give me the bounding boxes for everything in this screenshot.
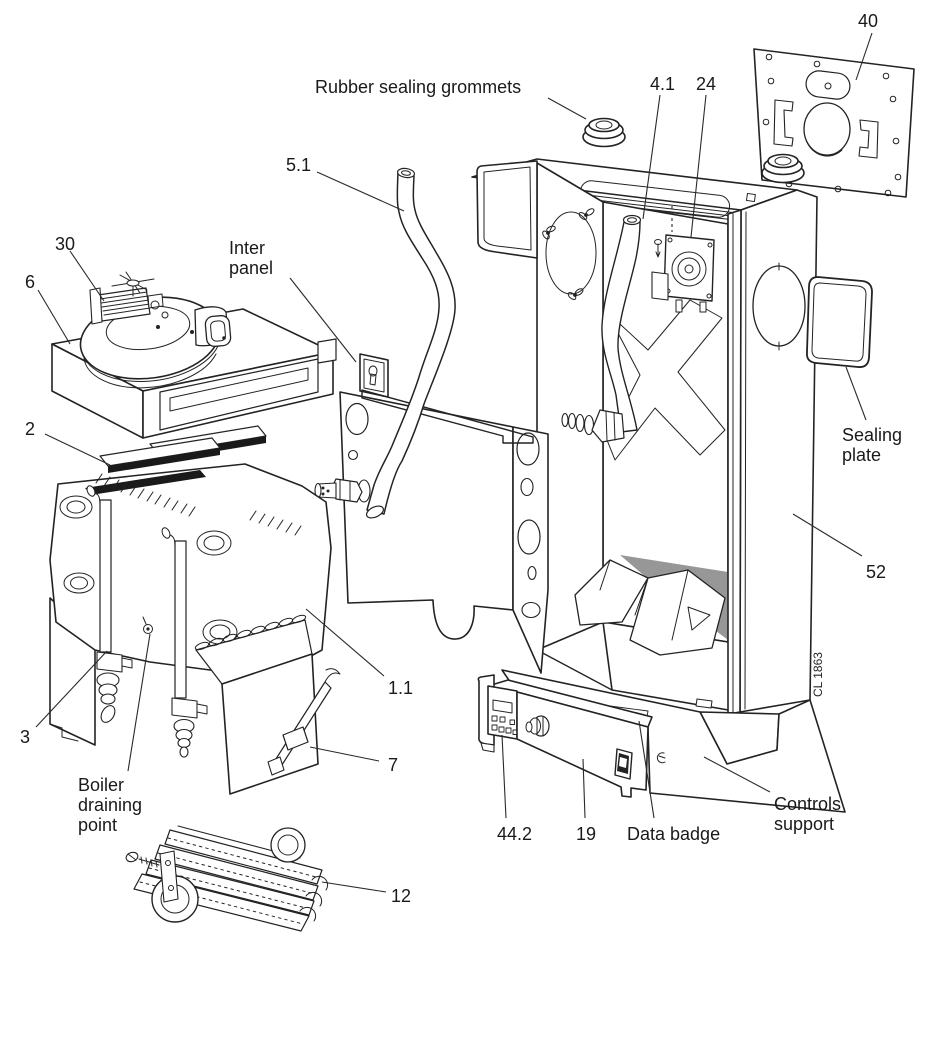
burner-screw: [125, 850, 179, 903]
label-data-badge: Data badge: [627, 824, 720, 844]
sealing-plate-drawing: [806, 276, 873, 368]
heat-exchanger-drawing: [49, 463, 332, 758]
main-cabinet-drawing: [471, 158, 818, 715]
label-boiler-draining-1: Boiler: [78, 775, 124, 795]
inter-panel-drawing: [314, 353, 549, 674]
label-boiler-draining-3: point: [78, 815, 117, 835]
plate-left-cutout: [773, 99, 794, 147]
tube-coupling: [561, 409, 625, 443]
chamber-panel-7: [221, 653, 319, 795]
internal-tube-4-1: [601, 221, 641, 433]
callout-labels: 40 Rubber sealing grommets 5.1 4.1 24 In…: [20, 11, 902, 906]
rope-gasket: [194, 614, 307, 651]
label-inter-panel-2: panel: [229, 258, 273, 278]
label-controls-support-1: Controls: [774, 794, 841, 814]
label-19: 19: [576, 824, 596, 844]
label-3: 3: [20, 727, 30, 747]
plate-screw-holes: [762, 53, 902, 197]
label-5-1: 5.1: [286, 155, 311, 175]
label-boiler-draining-2: draining: [78, 795, 142, 815]
label-40: 40: [858, 11, 878, 31]
label-6: 6: [25, 272, 35, 292]
fan-assembly-drawing: [79, 271, 232, 389]
plate-large-hole: [803, 102, 851, 156]
tray-hook-mark: [656, 752, 666, 764]
label-inter-panel-1: Inter: [229, 238, 265, 258]
left-wall-hole: [545, 211, 597, 295]
exchanger-bosses: [59, 495, 238, 645]
gas-valve-24: [651, 206, 715, 313]
control-panel-drawing: [477, 674, 653, 798]
controls-buttons: [491, 715, 518, 735]
controls-display: [492, 699, 513, 714]
power-switch: [614, 748, 633, 780]
label-12: 12: [391, 886, 411, 906]
butterfly-clips: [542, 208, 595, 300]
plate-right-cutout: [858, 119, 879, 159]
label-7: 7: [388, 755, 398, 775]
burner-drawing: [125, 825, 329, 932]
inter-panel-strut: [361, 389, 534, 444]
fan-impeller: [111, 271, 155, 297]
fan-motor: [89, 287, 164, 325]
rubber-grommet-icon: [582, 117, 626, 148]
side-panel-hole: [752, 265, 806, 347]
label-4-1: 4.1: [650, 74, 675, 94]
label-rubber-sealing-grommets: Rubber sealing grommets: [315, 77, 521, 97]
label-1-1: 1.1: [388, 678, 413, 698]
label-controls-support-2: support: [774, 814, 834, 834]
label-30: 30: [55, 234, 75, 254]
label-sealing-plate-2: plate: [842, 445, 881, 465]
control-knob: [525, 715, 550, 737]
leader-lines: [35, 32, 873, 893]
label-2: 2: [25, 419, 35, 439]
exchanger-pipes: [86, 485, 208, 758]
inter-panel-pipe-stub: [314, 478, 371, 503]
label-52: 52: [866, 562, 886, 582]
insulation-strip-drawing: [99, 425, 267, 473]
injector-manifold: [574, 559, 726, 656]
fan-outlet-cap: [204, 315, 232, 347]
boiler-draining-point-screw: [142, 616, 153, 634]
label-24: 24: [696, 74, 716, 94]
flue-tube-drawing: [365, 167, 456, 519]
rubber-grommet-icon-2: [761, 153, 805, 184]
drain-rod: [267, 668, 341, 776]
label-sealing-plate-1: Sealing: [842, 425, 902, 445]
label-drawing-code: CL 1863: [811, 652, 825, 697]
label-44-2: 44.2: [497, 824, 532, 844]
chamber-front-panel-drawing: [194, 614, 341, 795]
